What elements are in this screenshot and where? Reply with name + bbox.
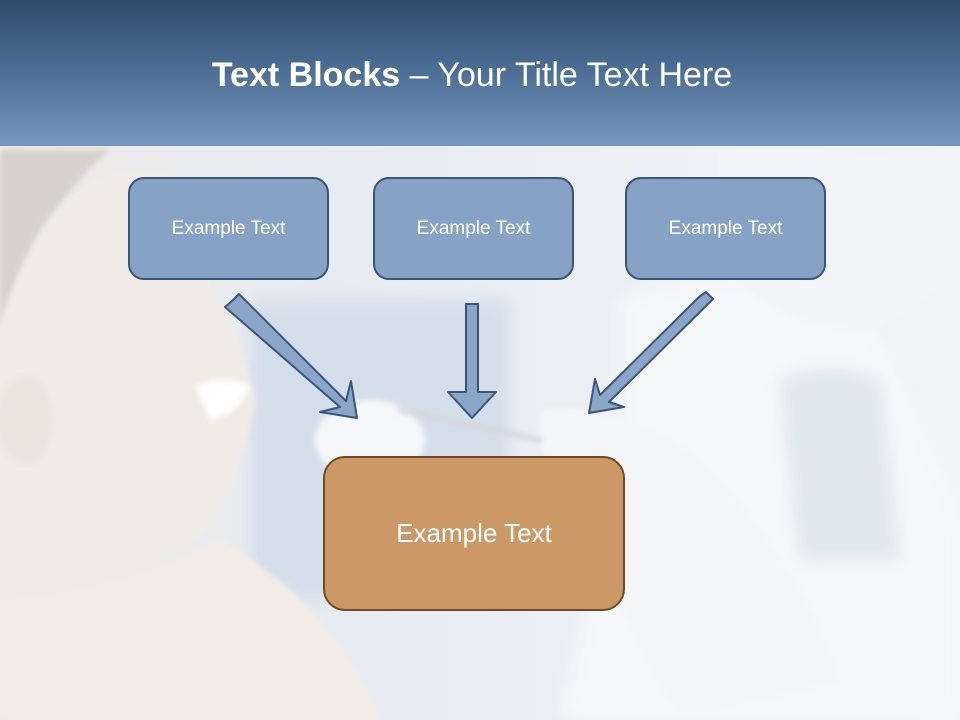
- result-text-block[interactable]: Example Text: [323, 456, 625, 611]
- arrow-middle-down: [447, 303, 497, 419]
- text-block-2[interactable]: Example Text: [373, 177, 574, 280]
- result-text-block-label: Example Text: [396, 518, 552, 548]
- text-block-2-label: Example Text: [416, 217, 531, 239]
- title-bold: Text Blocks: [211, 56, 401, 94]
- text-block-1-label: Example Text: [171, 217, 286, 239]
- text-block-3-label: Example Text: [668, 217, 783, 239]
- text-block-3[interactable]: Example Text: [625, 177, 826, 280]
- title-rest: – Your Title Text Here: [409, 56, 733, 94]
- arrow-right-to-center: [588, 291, 714, 414]
- text-block-1[interactable]: Example Text: [128, 177, 329, 280]
- title-bar: [0, 0, 960, 146]
- slide-title: Text Blocks – Your Title Text Here: [0, 54, 944, 96]
- arrow-left-to-center: [224, 293, 358, 419]
